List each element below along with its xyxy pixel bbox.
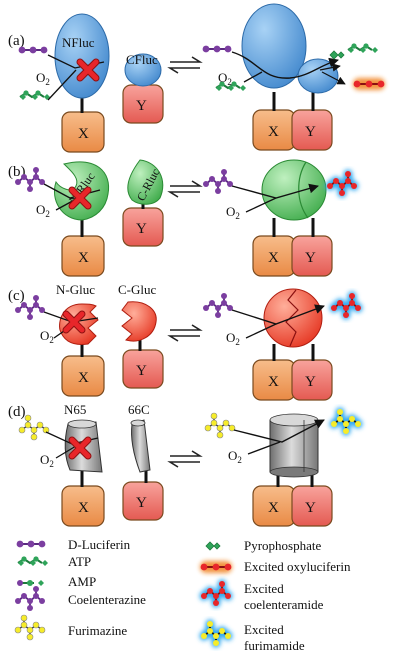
legend-excited-oxyluciferin-icon bbox=[200, 561, 232, 573]
legend-furimazine-icon bbox=[14, 614, 46, 641]
complex-nluc bbox=[269, 419, 319, 473]
66c-fragment bbox=[131, 419, 151, 473]
legend: D-Luciferin ATP AMP Coelenterazine Furim… bbox=[14, 537, 351, 653]
legend-excited-coelenteramide-line1: Excited bbox=[244, 581, 284, 596]
o2-label: O2 bbox=[40, 328, 54, 345]
o2-label: O2 bbox=[36, 70, 50, 87]
c-rluc-fragment bbox=[127, 159, 164, 205]
furimazine-molecule bbox=[204, 412, 236, 439]
n-gluc-label: N-Gluc bbox=[56, 282, 95, 297]
c-gluc-fragment bbox=[121, 301, 157, 342]
legend-excited-furimamide-line2: furimamide bbox=[244, 638, 305, 653]
amp-molecule bbox=[347, 42, 379, 54]
excited-coelenteramide-molecule bbox=[327, 171, 357, 196]
panel-label: (d) bbox=[8, 404, 26, 420]
complex-nfluc bbox=[241, 3, 307, 89]
o2-label: O2 bbox=[226, 204, 240, 221]
panel-a: (a) X NFluc Y CFluc O2 X Y O2 bbox=[8, 3, 385, 153]
equilibrium-arrows-icon bbox=[169, 56, 201, 74]
complex-y-label: Y bbox=[305, 500, 316, 516]
legend-pyrophosphate-icon bbox=[205, 541, 221, 551]
complex-x-label: X bbox=[268, 500, 279, 516]
excited-coelenteramide-molecule bbox=[331, 293, 361, 318]
complex-cfluc bbox=[297, 58, 339, 94]
o2-label: O2 bbox=[218, 70, 232, 87]
legend-excited-furimamide-icon bbox=[201, 621, 231, 646]
legend-excited-oxyluciferin: Excited oxyluciferin bbox=[244, 559, 351, 574]
complex-y-label: Y bbox=[305, 124, 316, 140]
nfluc-label: NFluc bbox=[62, 35, 95, 50]
d-luciferin-molecule bbox=[201, 44, 233, 54]
excited-furimamide-molecule bbox=[331, 409, 361, 434]
protein-x-label: X bbox=[78, 250, 89, 266]
66c-label: 66C bbox=[128, 402, 150, 417]
complex-x-label: X bbox=[268, 124, 279, 140]
protein-x-label: X bbox=[78, 126, 89, 142]
panel-label: (c) bbox=[8, 288, 25, 304]
d-luciferin-molecule bbox=[17, 45, 49, 55]
legend-excited-coelenteramide-icon bbox=[201, 581, 231, 606]
protein-x-label: X bbox=[78, 370, 89, 386]
legend-d-luciferin: D-Luciferin bbox=[68, 537, 131, 552]
coelenterazine-molecule bbox=[202, 168, 234, 195]
equilibrium-arrows-icon bbox=[169, 180, 201, 198]
legend-coelenterazine: Coelenterazine bbox=[68, 592, 146, 607]
legend-d-luciferin-icon bbox=[15, 539, 47, 549]
coelenterazine-molecule bbox=[202, 292, 234, 319]
protein-y-box bbox=[122, 481, 164, 521]
protein-y-box bbox=[122, 349, 164, 389]
n65-label: N65 bbox=[64, 402, 86, 417]
legend-excited-coelenteramide-line2: coelenteramide bbox=[244, 597, 324, 612]
atp-molecule bbox=[19, 89, 51, 101]
o2-label: O2 bbox=[36, 202, 50, 219]
protein-y-label: Y bbox=[136, 363, 147, 379]
legend-excited-furimamide-line1: Excited bbox=[244, 622, 284, 637]
panel-c: (c) N-Gluc C-Gluc X Y O2 X Y O2 bbox=[8, 282, 361, 401]
o2-label: O2 bbox=[228, 448, 242, 465]
legend-amp: AMP bbox=[68, 574, 96, 589]
legend-pyrophosphate: Pyrophosphate bbox=[244, 538, 322, 553]
legend-coelenterazine-icon bbox=[14, 585, 46, 612]
complex-y-label: Y bbox=[305, 250, 316, 266]
complex-x-label: X bbox=[268, 250, 279, 266]
cfluc-label: CFluc bbox=[126, 52, 158, 67]
panel-d: (d) N65 66C X Y O2 X Y O2 bbox=[8, 402, 361, 527]
protein-y-label: Y bbox=[136, 495, 147, 511]
protein-y-label: Y bbox=[136, 221, 147, 237]
legend-amp-icon bbox=[17, 580, 44, 586]
protein-y-label: Y bbox=[136, 98, 147, 114]
c-gluc-label: C-Gluc bbox=[118, 282, 157, 297]
panel-b: (b) X N-Rluc Y C-Rluc O2 X Y O2 bbox=[8, 159, 357, 277]
equilibrium-arrows-icon bbox=[169, 450, 201, 468]
o2-label: O2 bbox=[40, 452, 54, 469]
protein-x-label: X bbox=[78, 500, 89, 516]
equilibrium-arrows-icon bbox=[169, 324, 201, 342]
panel-label: (b) bbox=[8, 164, 26, 180]
complex-rluc bbox=[261, 159, 327, 221]
legend-atp-icon bbox=[17, 555, 49, 567]
nfluc-fragment bbox=[54, 13, 110, 99]
o2-label: O2 bbox=[226, 330, 240, 347]
legend-atp: ATP bbox=[68, 554, 91, 569]
cfluc-fragment bbox=[124, 53, 162, 87]
n-rluc-fragment bbox=[54, 161, 110, 221]
complex-x-label: X bbox=[268, 374, 279, 390]
pyrophosphate-molecule bbox=[329, 50, 345, 60]
panel-label: (a) bbox=[8, 33, 25, 49]
legend-furimazine: Furimazine bbox=[68, 623, 127, 638]
excited-oxyluciferin-molecule bbox=[353, 78, 385, 90]
complex-y-label: Y bbox=[305, 374, 316, 390]
